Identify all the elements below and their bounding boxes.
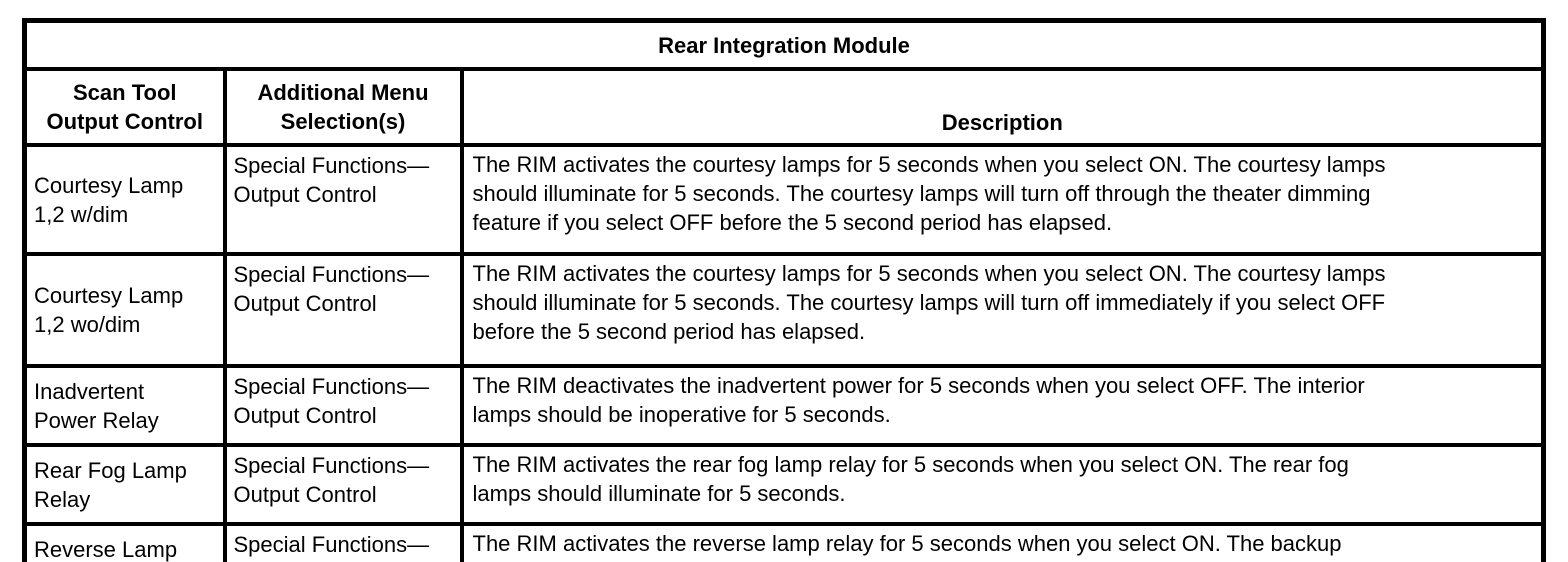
menu-selection-cell: Special Functions— Output Control <box>222 364 464 447</box>
header-row: Scan Tool Output Control Additional Menu… <box>22 67 1546 147</box>
title-row: Rear Integration Module <box>22 18 1546 71</box>
column-header-additional-menu-selections: Additional Menu Selection(s) <box>222 67 464 147</box>
output-control-cell: Courtesy Lamp 1,2 wo/dim <box>22 252 227 368</box>
column-header-description: Description <box>459 67 1546 147</box>
menu-selection-cell: Special Functions— Output Control <box>222 252 464 368</box>
table-row: Rear Fog Lamp Relay Special Functions— O… <box>22 443 1546 526</box>
output-control-cell: Rear Fog Lamp Relay <box>22 443 227 526</box>
table-title: Rear Integration Module <box>22 18 1546 71</box>
description-cell: The RIM deactivates the inadvertent powe… <box>459 364 1546 447</box>
menu-selection-cell: Special Functions— Output Control <box>222 443 464 526</box>
table-row: Courtesy Lamp 1,2 wo/dim Special Functio… <box>22 252 1546 368</box>
output-control-cell: Inadvertent Power Relay <box>22 364 227 447</box>
output-control-cell: Courtesy Lamp 1,2 w/dim <box>22 143 227 256</box>
table-row: Courtesy Lamp 1,2 w/dim Special Function… <box>22 143 1546 256</box>
table-row: Reverse Lamp Relay Special Functions— Ou… <box>22 522 1546 562</box>
description-cell: The RIM activates the reverse lamp relay… <box>459 522 1546 562</box>
description-cell: The RIM activates the courtesy lamps for… <box>459 252 1546 368</box>
menu-selection-cell: Special Functions— Output Control <box>222 143 464 256</box>
column-header-scan-tool-output-control: Scan Tool Output Control <box>22 67 227 147</box>
table-row: Inadvertent Power Relay Special Function… <box>22 364 1546 447</box>
description-cell: The RIM activates the rear fog lamp rela… <box>459 443 1546 526</box>
rear-integration-module-table: Rear Integration Module Scan Tool Output… <box>22 18 1546 562</box>
output-control-cell: Reverse Lamp Relay <box>22 522 227 562</box>
description-cell: The RIM activates the courtesy lamps for… <box>459 143 1546 256</box>
menu-selection-cell: Special Functions— Output Control <box>222 522 464 562</box>
